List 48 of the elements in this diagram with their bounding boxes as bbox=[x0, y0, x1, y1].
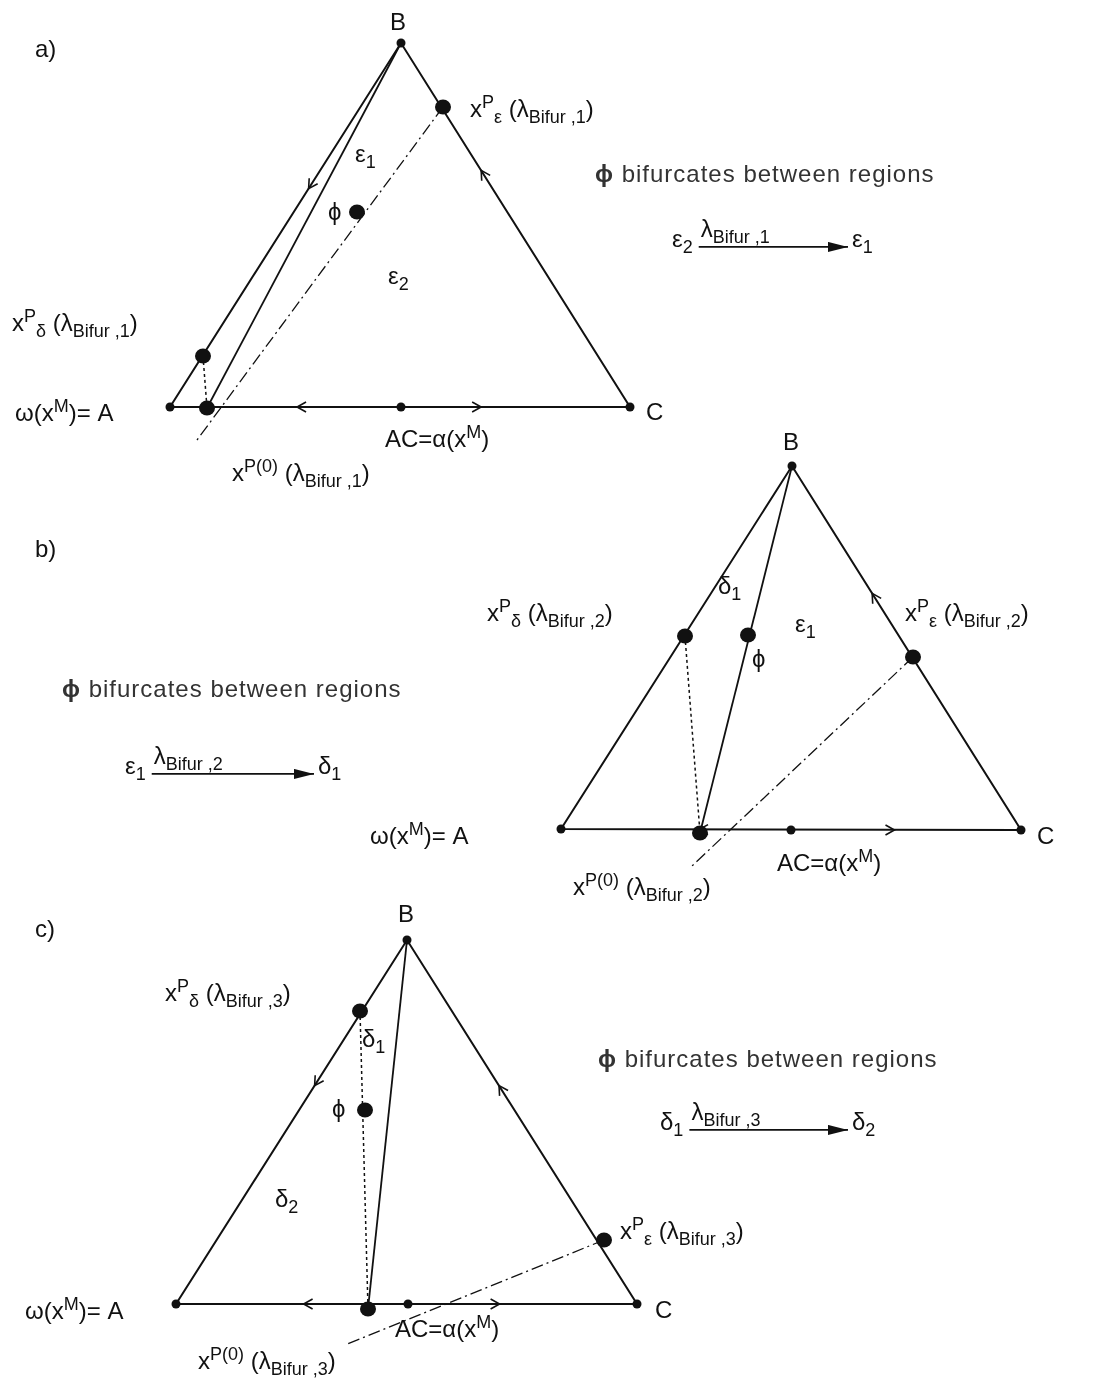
state-symbol: δ$_{2}$ bbox=[852, 1108, 876, 1144]
vertex-label: C bbox=[655, 1296, 673, 1324]
note-text: ϕ bifurcates between regions bbox=[598, 1045, 938, 1073]
region-label: δ$_{2}$ bbox=[275, 1185, 299, 1219]
note-text: ϕ bifurcates between regions bbox=[595, 160, 935, 188]
vertex-label: ω(x$^{M}$)= A bbox=[25, 1293, 124, 1325]
vertex-label: C bbox=[646, 398, 664, 426]
point-label: x$^{P(0)}$ (λ$_{Bifur ,3}$) bbox=[198, 1343, 336, 1381]
note-text: ϕ bifurcates between regions bbox=[62, 675, 402, 703]
panel-label: c) bbox=[35, 915, 55, 943]
panel-label: b) bbox=[35, 535, 57, 563]
state-symbol: ε$_{1}$ bbox=[852, 225, 873, 261]
arrow bbox=[697, 241, 849, 252]
vertex-label: ω(x$^{M}$)= A bbox=[15, 395, 114, 427]
point-label: x$^{P(0)}$ (λ$_{Bifur ,2}$) bbox=[573, 869, 711, 907]
vertex-label: B bbox=[398, 900, 414, 928]
point-label: x$^{P}$$_{ε}$ (λ$_{Bifur ,3}$) bbox=[620, 1213, 744, 1251]
state-symbol: δ$_{1}$ bbox=[660, 1108, 684, 1144]
state-symbol: ε$_{1}$ bbox=[125, 752, 146, 788]
region-label: δ$_{1}$ bbox=[718, 572, 742, 606]
arrow bbox=[688, 1124, 849, 1135]
arrow bbox=[150, 768, 315, 779]
vertex-label: C bbox=[1037, 822, 1055, 850]
point-label: ϕ bbox=[332, 1095, 346, 1123]
side-label: AC=α(x$^{M}$) bbox=[395, 1311, 500, 1343]
side-label: AC=α(x$^{M}$) bbox=[777, 845, 882, 877]
point-label: x$^{P}$$_{ε}$ (λ$_{Bifur ,1}$) bbox=[470, 91, 594, 129]
vertex-label: B bbox=[390, 8, 406, 36]
point-label: ϕ bbox=[328, 198, 342, 226]
region-label: ε$_{1}$ bbox=[795, 610, 816, 644]
panel-label: a) bbox=[35, 35, 57, 63]
point-label: x$^{P}$$_{δ}$ (λ$_{Bifur ,1}$) bbox=[12, 305, 138, 343]
edge-label: λ$_{Bifur ,3}$ bbox=[691, 1097, 761, 1132]
edge-label: λ$_{Bifur ,1}$ bbox=[700, 214, 770, 249]
point-label: x$^{P}$$_{ε}$ (λ$_{Bifur ,2}$) bbox=[905, 595, 1029, 633]
region-label: ε$_{1}$ bbox=[355, 140, 376, 174]
point-label: x$^{P(0)}$ (λ$_{Bifur ,1}$) bbox=[232, 455, 370, 493]
point-label: ϕ bbox=[752, 645, 766, 673]
region-label: ε$_{2}$ bbox=[388, 262, 409, 296]
side-label: AC=α(x$^{M}$) bbox=[385, 421, 490, 453]
point-label: x$^{P}$$_{δ}$ (λ$_{Bifur ,3}$) bbox=[165, 975, 291, 1013]
state-symbol: ε$_{2}$ bbox=[672, 225, 693, 261]
vertex-label: B bbox=[783, 428, 799, 456]
vertex-label: ω(x$^{M}$)= A bbox=[370, 818, 469, 850]
region-label: δ$_{1}$ bbox=[362, 1025, 386, 1059]
point-label: x$^{P}$$_{δ}$ (λ$_{Bifur ,2}$) bbox=[487, 595, 613, 633]
edge-label: λ$_{Bifur ,2}$ bbox=[153, 741, 223, 776]
state-symbol: δ$_{1}$ bbox=[318, 752, 342, 788]
